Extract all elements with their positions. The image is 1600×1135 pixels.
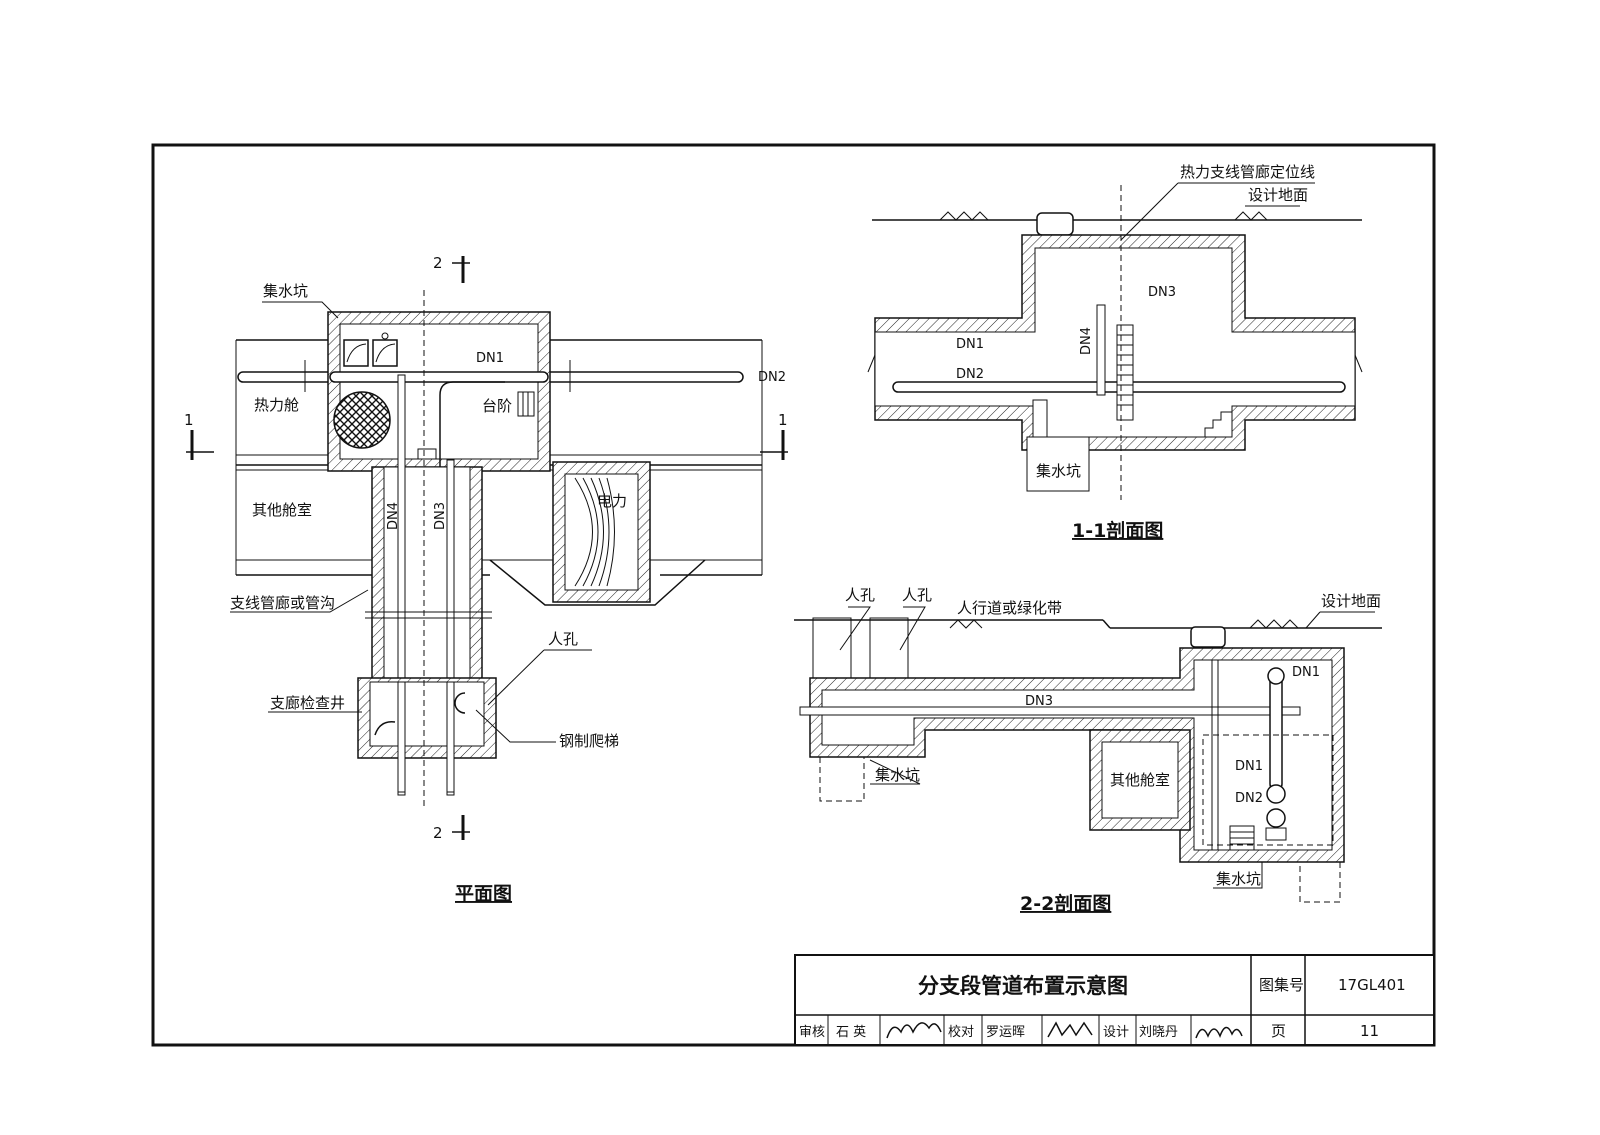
s11-dn1-label: DN1 [956, 337, 984, 352]
atlas-label: 图集号 [1259, 976, 1304, 994]
section-1-1: 热力支线管廊定位线 设计地面 DN1 DN2 DN3 DN4 集水坑 1-1剖面… [867, 163, 1363, 542]
plan-dn3-label: DN3 [433, 502, 448, 530]
s22-sump-left: 集水坑 [875, 766, 920, 784]
plan-step-label: 台阶 [482, 397, 512, 415]
plan-section-2-top: 2 [433, 254, 443, 272]
reviewer-label: 审核 [799, 1025, 825, 1040]
plan-view: 1 1 2 2 集水坑 热力舱 台阶 DN1 DN2 DN4 DN3 其他舱室 … [184, 254, 788, 905]
s11-dn4-label: DN4 [1079, 327, 1094, 355]
designer-label: 设计 [1103, 1025, 1129, 1040]
plan-manhole-label: 人孔 [548, 630, 578, 648]
s22-sump-right: 集水坑 [1216, 870, 1261, 888]
plan-section-1-left: 1 [184, 411, 194, 429]
plan-section-2-bottom: 2 [433, 824, 443, 842]
s11-locator-label: 热力支线管廊定位线 [1180, 163, 1315, 181]
designer-name: 刘晓丹 [1139, 1025, 1178, 1040]
s11-dn2-label: DN2 [956, 367, 984, 382]
plan-dn1-label: DN1 [476, 351, 504, 366]
plan-other-cabin-label: 其他舱室 [252, 501, 312, 519]
s22-manhole-a: 人孔 [845, 586, 875, 604]
s22-ground: 设计地面 [1321, 592, 1381, 610]
plan-power-label: 电力 [597, 492, 627, 510]
reviewer-name: 石 英 [836, 1025, 866, 1040]
plan-title: 平面图 [455, 883, 512, 905]
checker-name: 罗运晖 [986, 1025, 1025, 1040]
s22-dn2: DN2 [1235, 791, 1263, 806]
reviewer-signature [886, 1022, 942, 1039]
sheet-title: 分支段管道布置示意图 [918, 974, 1128, 998]
title-block: 分支段管道布置示意图 图集号 17GL401 审核 石 英 校对 罗运晖 设计 … [794, 954, 1435, 1046]
s22-title: 2-2剖面图 [1020, 892, 1111, 915]
plan-section-1-right: 1 [778, 411, 788, 429]
plan-branch-corridor-label: 支线管廊或管沟 [230, 594, 335, 612]
designer-signature [1195, 1026, 1243, 1039]
page-number: 11 [1360, 1022, 1379, 1040]
s11-dn3-label: DN3 [1148, 285, 1176, 300]
plan-steel-ladder-label: 钢制爬梯 [559, 732, 619, 750]
plan-sump-label: 集水坑 [263, 282, 308, 300]
s22-dn1-top: DN1 [1292, 665, 1320, 680]
sheet-frame [151, 143, 1436, 1047]
atlas-number: 17GL401 [1338, 976, 1406, 994]
s22-manhole-b: 人孔 [902, 586, 932, 604]
section-2-2: 人孔 人孔 人行道或绿化带 设计地面 DN1 DN3 其他舱室 DN1 DN2 … [794, 586, 1382, 915]
s22-sidewalk: 人行道或绿化带 [957, 599, 1062, 617]
s22-other-cabin: 其他舱室 [1110, 771, 1170, 789]
plan-dn2-label: DN2 [758, 370, 786, 385]
s22-dn3: DN3 [1025, 694, 1053, 709]
s11-sump-label: 集水坑 [1036, 462, 1081, 480]
checker-signature [1047, 1021, 1093, 1038]
s11-title: 1-1剖面图 [1072, 519, 1163, 542]
page-label: 页 [1271, 1022, 1286, 1040]
checker-label: 校对 [948, 1024, 974, 1040]
s22-dn1: DN1 [1235, 759, 1263, 774]
s11-ground-label: 设计地面 [1248, 186, 1308, 204]
plan-dn4-label: DN4 [386, 502, 401, 530]
plan-heat-cabin-label: 热力舱 [254, 396, 299, 414]
plan-inspection-well-label: 支廊检查井 [270, 694, 345, 712]
